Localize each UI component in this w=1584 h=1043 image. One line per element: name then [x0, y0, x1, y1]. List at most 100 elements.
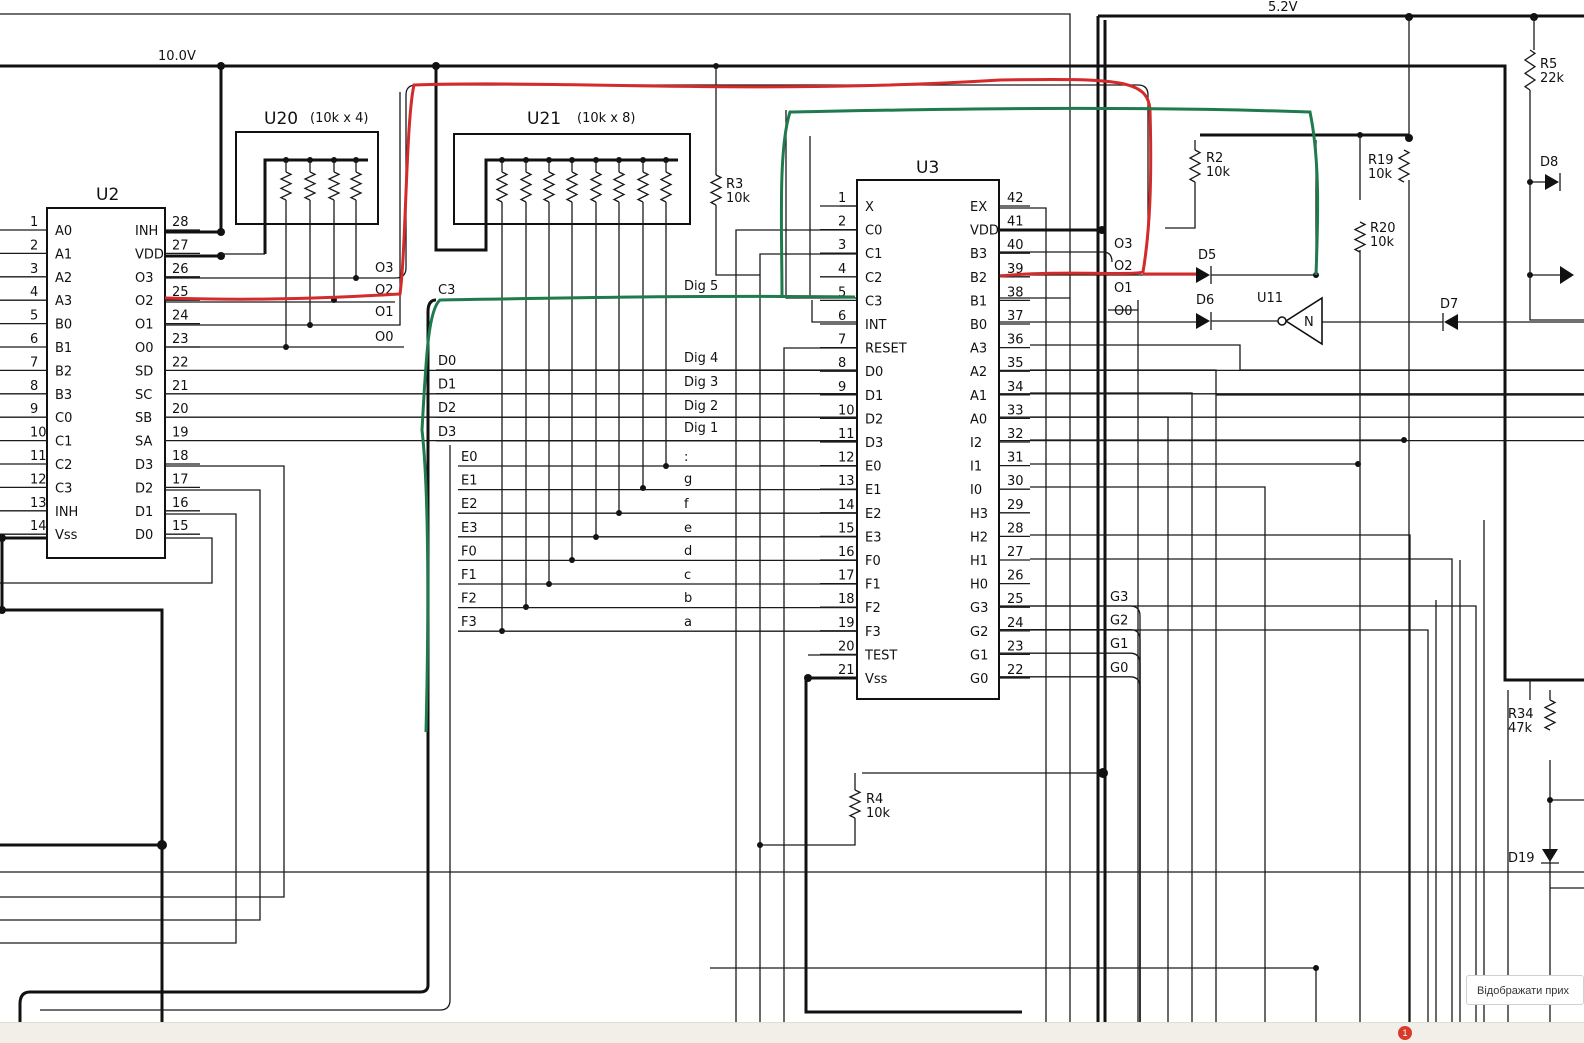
digit-label: Dig 2	[684, 399, 718, 414]
resistor-array-u21: U21 (10k x 8)	[434, 66, 691, 634]
power-rails: 10.0V 5.2V	[0, 0, 1584, 1022]
resistor-name: R3	[726, 177, 743, 192]
u2-pin-name: SB	[135, 411, 152, 426]
u3-body	[856, 179, 1000, 700]
u2-pin-number: 22	[172, 355, 189, 370]
u3-pin-number: 20	[838, 639, 855, 654]
u3-pin-number: 40	[1007, 238, 1024, 253]
u3-pin-number: 9	[838, 380, 846, 395]
resistor-name: R20	[1370, 221, 1396, 236]
u3-pin-number: 36	[1007, 333, 1024, 348]
u2-pin-name: INH	[55, 505, 78, 520]
u2-net-o0: O0	[375, 330, 394, 345]
u3-pin-name: A0	[970, 412, 987, 427]
u3-pin-number: 24	[1007, 616, 1024, 631]
u3-pin-name: E3	[865, 530, 882, 545]
u2-pin-number: 16	[172, 496, 189, 511]
resistor-value: 10k	[1206, 165, 1231, 180]
u2-pin-name: A3	[55, 294, 72, 309]
u2-pin-name: INH	[135, 224, 158, 239]
u3-pin-name: G2	[970, 625, 988, 640]
resistor-value: 22k	[1540, 71, 1565, 86]
u3-pin-name: C0	[865, 224, 882, 239]
u2-pin-number: 25	[172, 285, 189, 300]
bus-ef-label: F1	[461, 568, 477, 583]
u2-pin-name: C2	[55, 458, 72, 473]
u3-pin-number: 18	[838, 592, 855, 607]
u3-pin-number: 16	[838, 545, 855, 560]
u2-net-o1: O1	[375, 305, 394, 320]
bus-g-label: G3	[1110, 590, 1128, 605]
u3-pin-name: D2	[865, 412, 883, 427]
u2-pin-name: D2	[135, 481, 153, 496]
resistor-value: 10k	[1370, 235, 1395, 250]
bus-ef-label: F2	[461, 592, 477, 607]
u2-pin-number: 26	[172, 262, 189, 277]
resistor-value: 10k	[726, 191, 751, 206]
resistor-value: 10k	[866, 806, 891, 821]
u3-net-o0: O0	[1114, 304, 1133, 319]
u2-pin-number: 1	[30, 215, 38, 230]
u3-pin-number: 22	[1007, 663, 1024, 678]
u2-pin-name: O1	[135, 318, 154, 333]
u2-pin-number: 24	[172, 309, 189, 324]
u3-pin-number: 31	[1007, 451, 1024, 466]
u3-net-o3: O3	[1114, 237, 1133, 252]
u2-pin-name: B0	[55, 318, 72, 333]
u2-pin-name: SC	[135, 388, 152, 403]
chip-u2: U2 1A02A13A24A35B06B17B28B39C010C111C212…	[0, 66, 1584, 1022]
u2-pin-number: 3	[30, 262, 38, 277]
u3-pin-name: D1	[865, 389, 883, 404]
u3-pin-number: 11	[838, 427, 855, 442]
bus-ef-label: F3	[461, 615, 477, 630]
u3-pin-number: 29	[1007, 498, 1024, 513]
u3-pin-name: H2	[970, 530, 988, 545]
u2-pin-number: 20	[172, 402, 189, 417]
u2-pin-name: SD	[135, 364, 153, 379]
u3-net-o2: O2	[1114, 259, 1133, 274]
u2-pin-number: 14	[30, 519, 47, 534]
u2-net-o3: O3	[375, 261, 394, 276]
u2-pin-name: O2	[135, 294, 154, 309]
u3-pin-number: 32	[1007, 427, 1024, 442]
u3-pin-number: 30	[1007, 474, 1024, 489]
bus-d-label: D3	[438, 425, 456, 440]
u3-pin-name: TEST	[864, 648, 897, 663]
u3-pin-name: A3	[970, 342, 987, 357]
tooltip-popup: Відображати прих	[1466, 975, 1584, 1005]
diode-d5: D5	[1196, 248, 1316, 284]
u3-pin-number: 19	[838, 616, 855, 631]
u2-pin-name: SA	[135, 435, 152, 450]
u3-pin-number: 13	[838, 474, 855, 489]
u3-pin-name: H3	[970, 507, 988, 522]
u3-pin-number: 34	[1007, 380, 1024, 395]
u2-pin-number: 8	[30, 379, 38, 394]
segment-label: c	[684, 568, 691, 583]
resistor-array-u20: U20 (10k x 4)	[221, 109, 379, 350]
bus-ef-label: E3	[461, 521, 478, 536]
u3-pin-name: X	[865, 200, 874, 215]
u3-pin-name: G0	[970, 672, 988, 687]
svg-text:D8: D8	[1540, 155, 1558, 170]
u2-pin-number: 5	[30, 309, 38, 324]
u3-pin-name: F2	[865, 601, 881, 616]
u3-pin-name: F1	[865, 578, 881, 593]
diode-d7: D7	[1322, 297, 1584, 331]
taskbar: 1	[0, 1022, 1584, 1043]
schematic-diagram: 10.0V 5.2V U2 1A02A13A24A35B06B17B28B39C…	[0, 0, 1584, 1022]
u2-pin-number: 13	[30, 496, 47, 511]
segment-label: b	[684, 591, 692, 606]
u3-pin-name: I1	[970, 460, 982, 475]
u2-pin-number: 27	[172, 238, 189, 253]
u20-title: U20	[264, 109, 298, 129]
u2-pin-number: 21	[172, 379, 189, 394]
digit-label: Dig 5	[684, 279, 718, 294]
